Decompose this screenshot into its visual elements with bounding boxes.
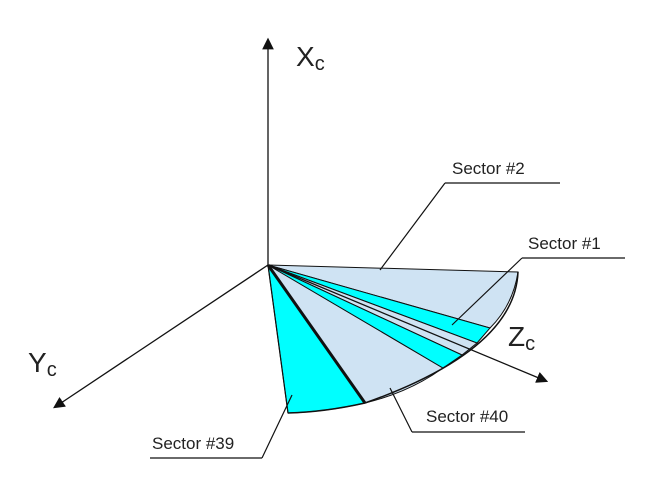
sector-40-leader <box>389 387 413 433</box>
sectors-group <box>266 264 519 414</box>
sector-cyan-mid-2-shape <box>267 264 464 369</box>
z-axis-line <box>267 264 549 383</box>
sector-left-edge <box>267 264 289 414</box>
sector-39-edge <box>266 264 367 404</box>
sector-39-label: Sector #39 <box>152 434 234 453</box>
sector-2-leader <box>379 182 446 271</box>
callouts-group <box>150 182 625 459</box>
z-axis-label: Zc <box>508 321 535 355</box>
axes-group <box>53 37 549 409</box>
sector-1-label: Sector #1 <box>528 234 601 253</box>
sector-40-label: Sector #40 <box>426 407 508 426</box>
sector-39-leader <box>261 394 293 459</box>
y-axis-line <box>53 264 269 409</box>
y-axis-label: Yc <box>28 347 57 381</box>
x-axis-label: Xc <box>296 41 325 75</box>
sector-2-label: Sector #2 <box>452 159 525 178</box>
sector-arc <box>287 271 519 414</box>
sector-1-leader <box>451 257 523 326</box>
